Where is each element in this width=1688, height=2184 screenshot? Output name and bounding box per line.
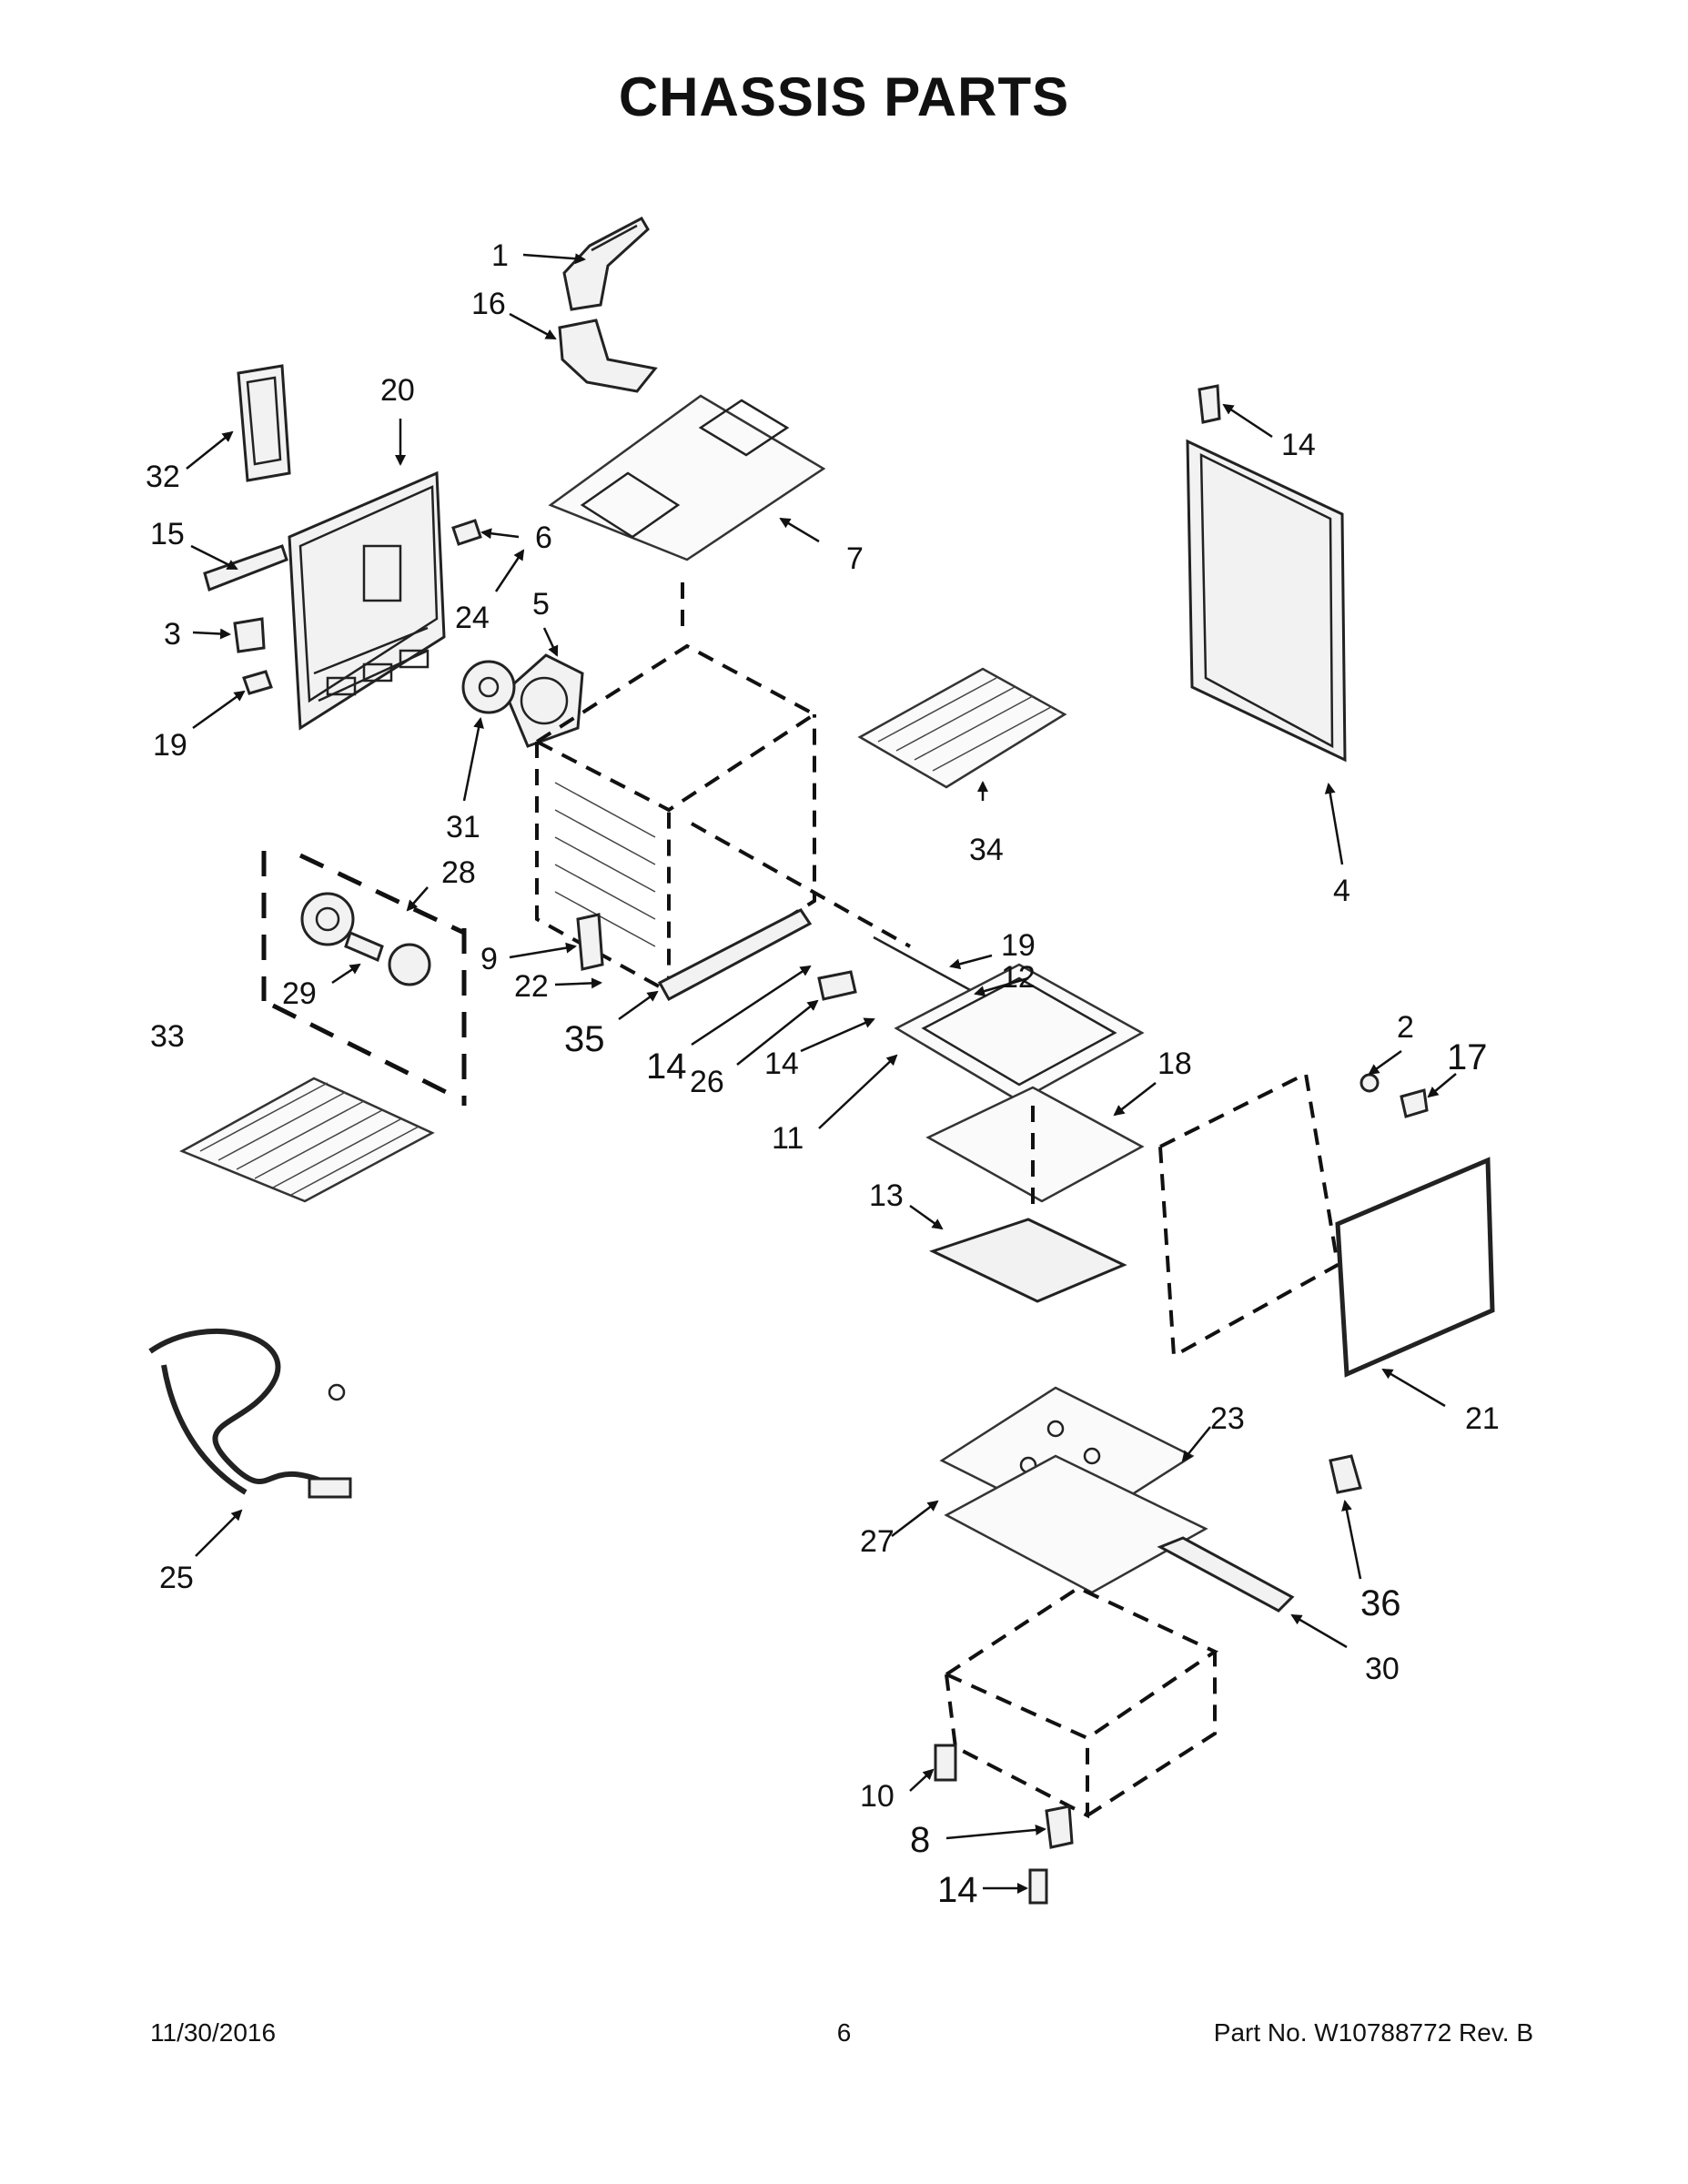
callout-22: 22 bbox=[514, 969, 549, 1004]
part-1-vent-duct bbox=[562, 217, 650, 311]
callout-14-b: 14 bbox=[764, 1046, 799, 1081]
callout-14-d: 14 bbox=[937, 1870, 978, 1910]
callout-27: 27 bbox=[860, 1524, 895, 1559]
part-2-spacer bbox=[1359, 1073, 1380, 1093]
callout-20: 20 bbox=[380, 373, 415, 408]
callout-12: 12 bbox=[1001, 960, 1036, 995]
part-7-top-plate bbox=[548, 394, 826, 561]
callout-14-c: 14 bbox=[1281, 428, 1316, 462]
callout-10: 10 bbox=[860, 1779, 895, 1814]
part-8-leveler bbox=[1045, 1805, 1074, 1849]
part-17-screw bbox=[1400, 1088, 1429, 1118]
part-28-knob bbox=[300, 892, 355, 946]
part-21-gasket bbox=[1335, 1157, 1495, 1378]
callout-15: 15 bbox=[150, 517, 185, 551]
part-31-fan-blade bbox=[461, 660, 516, 714]
callout-25: 25 bbox=[159, 1561, 194, 1595]
callout-8: 8 bbox=[910, 1820, 930, 1860]
part-15-strip bbox=[203, 544, 288, 592]
part-36-clip bbox=[1329, 1454, 1362, 1494]
callout-32: 32 bbox=[146, 460, 180, 494]
door-side-frame bbox=[1157, 1071, 1340, 1360]
callout-29: 29 bbox=[282, 976, 317, 1011]
callout-18: 18 bbox=[1157, 1046, 1192, 1081]
part-23-base-pan bbox=[944, 1454, 1208, 1594]
part-33-oven-rack bbox=[179, 1077, 435, 1203]
callout-9: 9 bbox=[480, 942, 498, 976]
callout-35: 35 bbox=[564, 1019, 605, 1059]
part-4-door-frame bbox=[1186, 439, 1347, 763]
page-title: CHASSIS PARTS bbox=[618, 66, 1070, 127]
part-9-bracket bbox=[576, 913, 604, 971]
part-30-rail bbox=[1157, 1536, 1295, 1613]
callout-17: 17 bbox=[1447, 1037, 1488, 1077]
base-frame bbox=[942, 1585, 1219, 1819]
callout-26: 26 bbox=[690, 1065, 724, 1099]
callout-16: 16 bbox=[471, 287, 506, 321]
part-26-clip bbox=[817, 970, 857, 1001]
part-35-trim bbox=[657, 908, 813, 1002]
part-14-screw-top bbox=[1198, 384, 1221, 424]
footer-date: 11/30/2016 bbox=[150, 2018, 277, 2047]
part-32-bracket bbox=[237, 364, 291, 482]
part-29-knob-shaft bbox=[344, 930, 384, 963]
part-16-vent-duct-lower bbox=[558, 318, 658, 393]
callout-14-a: 14 bbox=[646, 1046, 687, 1087]
callout-19-left: 19 bbox=[153, 728, 187, 763]
part-5-fan-housing bbox=[503, 653, 584, 748]
callout-7: 7 bbox=[846, 541, 864, 576]
part-11-bake-frame bbox=[894, 963, 1145, 1103]
callout-28: 28 bbox=[441, 855, 476, 890]
footer-page-number: 6 bbox=[836, 2018, 852, 2047]
knob-dash-top bbox=[298, 853, 466, 935]
callout-33: 33 bbox=[150, 1019, 185, 1054]
leader-lines bbox=[186, 253, 1457, 1894]
callout-2: 2 bbox=[1397, 1010, 1414, 1045]
part-10-leveling-leg bbox=[934, 1744, 957, 1782]
part-18-insulation bbox=[925, 1086, 1145, 1203]
callout-36: 36 bbox=[1360, 1583, 1401, 1623]
callout-11: 11 bbox=[772, 1121, 804, 1156]
part-25-power-cord bbox=[148, 1329, 352, 1499]
callout-34: 34 bbox=[969, 833, 1004, 867]
callout-19-right: 19 bbox=[1001, 928, 1036, 963]
part-6-screw bbox=[451, 519, 482, 546]
callout-23: 23 bbox=[1210, 1401, 1245, 1436]
part-12-rod bbox=[873, 935, 975, 994]
part-3-clip bbox=[233, 617, 266, 653]
callout-4: 4 bbox=[1333, 874, 1350, 908]
callout-21: 21 bbox=[1465, 1401, 1500, 1436]
callout-31: 31 bbox=[446, 810, 480, 844]
part-28-knob-cap bbox=[388, 943, 431, 986]
part-19-screw bbox=[242, 670, 273, 695]
callout-13: 13 bbox=[869, 1178, 904, 1213]
callout-6: 6 bbox=[535, 521, 552, 555]
knob-dash-bottom bbox=[271, 1003, 448, 1095]
callout-30: 30 bbox=[1365, 1652, 1400, 1686]
part-14-screw-bottom bbox=[1028, 1868, 1048, 1905]
part-20-rear-panel bbox=[288, 470, 446, 731]
callout-24: 24 bbox=[455, 601, 490, 635]
callout-3: 3 bbox=[164, 617, 181, 652]
footer-part-number: Part No. W10788772 Rev. B bbox=[1213, 2018, 1533, 2047]
callout-1: 1 bbox=[491, 238, 509, 273]
part-13-plate bbox=[929, 1218, 1127, 1303]
part-34-rack bbox=[857, 667, 1067, 789]
connector-cavity-12 bbox=[691, 822, 911, 948]
callout-5: 5 bbox=[532, 587, 550, 622]
